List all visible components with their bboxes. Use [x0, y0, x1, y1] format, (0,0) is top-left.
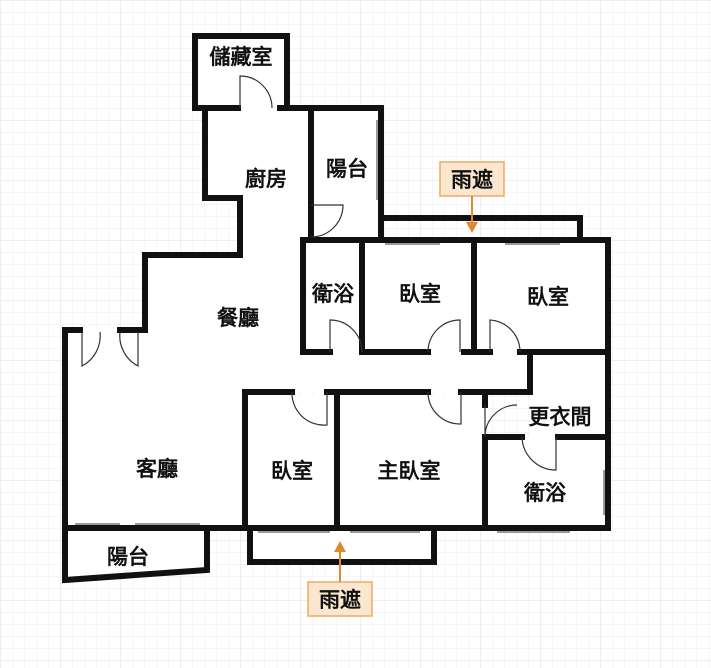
label-balcony-top: 陽台	[326, 157, 368, 181]
label-dining: 餐廳	[217, 306, 259, 330]
floor-fill	[65, 36, 608, 580]
label-bedroom-1: 臥室	[399, 282, 441, 306]
arrow-head-bottom	[334, 541, 346, 552]
rain-shelter-tag-top: 雨遮	[439, 161, 505, 233]
door-swings	[81, 75, 557, 471]
arrow-head-top	[466, 222, 478, 233]
label-bath-1: 衛浴	[311, 282, 355, 306]
label-kitchen: 廚房	[245, 167, 287, 191]
label-bath-2: 衛浴	[523, 481, 567, 505]
label-bedroom-2: 臥室	[527, 285, 569, 309]
tag-box-top	[439, 161, 505, 197]
label-rain-shelter-bottom: 雨遮	[319, 588, 361, 612]
label-closet: 更衣間	[529, 405, 592, 429]
label-balcony-bottom: 陽台	[107, 545, 149, 569]
label-master-bedroom: 主臥室	[378, 459, 441, 483]
windows	[75, 120, 605, 533]
walls	[62, 33, 611, 584]
rain-shelter-tag-bottom: 雨遮	[307, 541, 373, 617]
label-storage: 儲藏室	[210, 45, 273, 69]
room-labels: 儲藏室 廚房 陽台 衛浴 臥室 臥室 餐廳 更衣間 客廳 臥室 主臥室 衛浴 陽…	[107, 45, 592, 569]
label-living: 客廳	[136, 457, 178, 481]
label-rain-shelter-top: 雨遮	[451, 168, 493, 192]
label-bedroom-3: 臥室	[271, 459, 313, 483]
